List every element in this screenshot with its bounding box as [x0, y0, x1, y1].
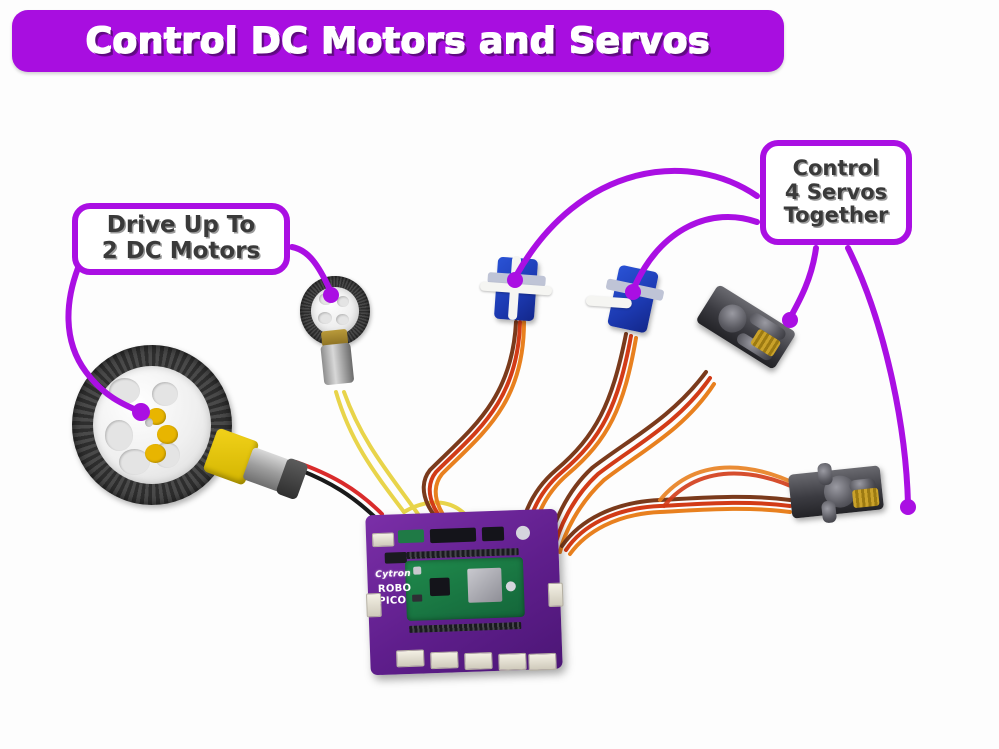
arrow-to-big-wheel [65, 265, 144, 415]
callout-servos-line-3: Together [783, 203, 889, 228]
wheel-hub [92, 365, 212, 485]
callout-servos-line-2: 4 Servos [784, 179, 888, 204]
page-title: Control DC Motors and Servos [85, 20, 711, 62]
arrow-to-blue-servo-1 [513, 167, 760, 279]
callout-servos-line-1: Control [792, 156, 880, 181]
arrow-to-small-wheel [289, 244, 333, 293]
arrow-to-black-servo-2 [845, 245, 911, 507]
callout-motors-line-1: Drive Up To [106, 212, 256, 239]
title-banner: Control DC Motors and Servos [12, 10, 784, 72]
arrow-dot-blue-servo-2 [625, 284, 641, 300]
arrow-dot-black-servo-1 [782, 312, 798, 328]
large-dc-gear-motor-wheel [72, 345, 232, 505]
arrow-dot-black-servo-2 [900, 499, 916, 515]
arrow-to-black-servo-1 [787, 245, 819, 321]
arrow-dot-small-wheel [323, 287, 339, 303]
arrow-to-blue-servo-2 [631, 213, 760, 291]
arrow-dot-big-wheel [132, 403, 150, 421]
arrow-dot-blue-servo-1 [507, 272, 523, 288]
callout-drive-motors: Drive Up To 2 DC Motors [72, 203, 290, 275]
callout-motors-line-2: 2 DC Motors [101, 238, 261, 264]
callout-control-servos: Control 4 Servos Together [760, 140, 912, 245]
